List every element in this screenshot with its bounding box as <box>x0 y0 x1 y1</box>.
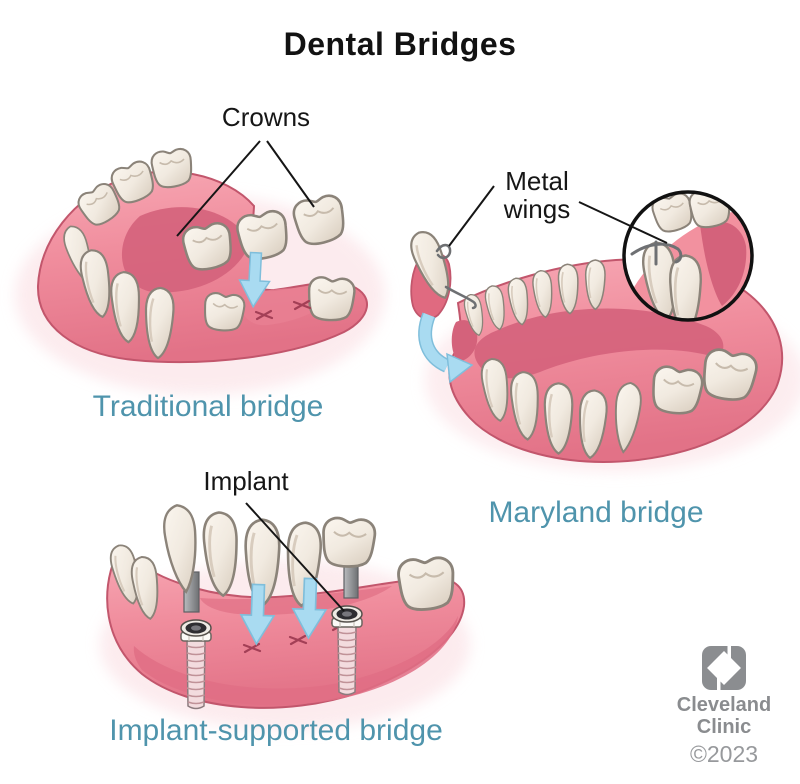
inset-gum-dark <box>700 221 747 306</box>
cleveland-clinic-logo: Cleveland Clinic ©2023 <box>672 646 776 768</box>
implant-bridge-illustration <box>100 502 470 730</box>
mouth-interior <box>474 308 724 379</box>
metal-wings-line1: Metal <box>505 166 569 196</box>
maryland-bridge-illustration <box>404 185 800 472</box>
inset-metal-wing-wire <box>630 240 683 266</box>
cleveland-clinic-wordmark: Cleveland Clinic <box>672 694 776 738</box>
page-title: Dental Bridges <box>283 26 517 62</box>
gum-shadow-band <box>133 616 459 706</box>
brand-line2: Clinic <box>696 716 752 738</box>
implant-label: Implant <box>203 466 289 496</box>
copyright-text: ©2023 <box>689 741 759 767</box>
metal-wings-line2: wings <box>503 194 571 225</box>
traditional-bridge-illustration <box>15 140 385 395</box>
pontic-tooth-with-wings <box>404 226 477 320</box>
caption-maryland-bridge: Maryland bridge <box>488 496 704 529</box>
leader-line-implant <box>245 502 345 612</box>
caption-traditional-bridge: Traditional bridge <box>92 390 324 423</box>
leader-line-crowns <box>176 140 315 237</box>
cleveland-clinic-logo-icon <box>702 646 746 690</box>
natural-molar-right <box>396 555 457 613</box>
brand-line1: Cleveland <box>676 694 772 716</box>
missing-tooth-gap <box>451 320 478 362</box>
caption-implant-supported-bridge: Implant-supported bridge <box>109 714 443 747</box>
crowns-label: Crowns <box>221 102 311 132</box>
inset-circle-outline <box>622 190 754 322</box>
metal-wing-wire <box>435 243 477 310</box>
metal-wings-label: Metal wings <box>504 167 570 223</box>
curved-arrow <box>418 312 474 384</box>
leader-line-metal-wings <box>448 185 668 247</box>
inset-magnifier-circle <box>622 190 754 322</box>
